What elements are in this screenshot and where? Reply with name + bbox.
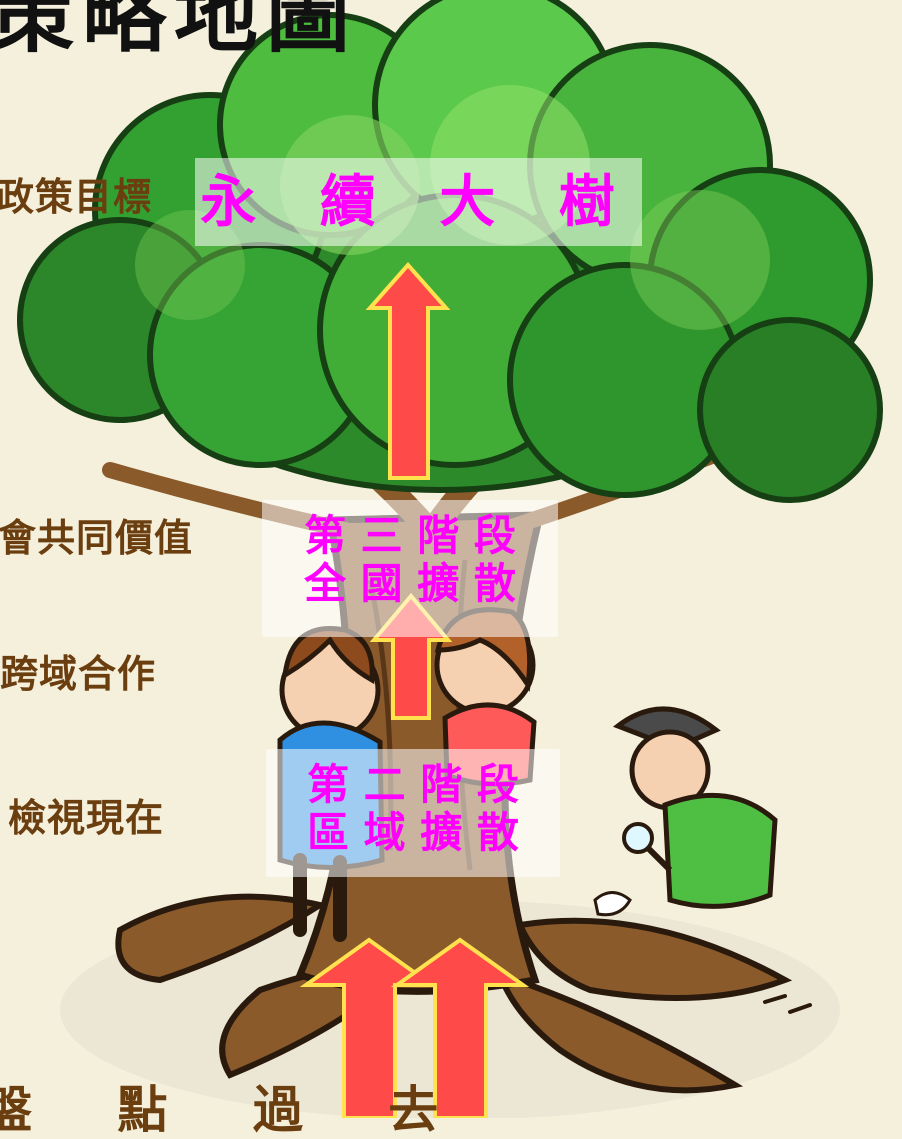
child-with-magnifier xyxy=(593,706,778,917)
stage-three-line-1: 第 三 階 段 xyxy=(304,511,516,560)
stage-two-box: 第 二 階 段 區 域 擴 散 xyxy=(266,749,560,877)
root-lower-right xyxy=(495,970,744,1094)
root-right xyxy=(515,917,793,1001)
ground-strokes xyxy=(763,994,812,1014)
sustainable-tree-title: 永 續 大 樹 xyxy=(195,158,642,246)
bottom-cutoff-label: 盤 點 過 去 xyxy=(0,1080,473,1139)
arrow-top xyxy=(365,261,451,480)
root-left xyxy=(115,893,328,984)
stage-two-line-2: 區 域 擴 散 xyxy=(307,808,519,858)
label-cross-domain: 跨域合作 xyxy=(0,651,157,696)
tree-canopy xyxy=(17,0,883,503)
stage-two-line-1: 第 二 階 段 xyxy=(307,760,519,809)
label-social-value: 會共同價值 xyxy=(0,515,194,560)
label-review-present: 檢視現在 xyxy=(8,795,165,840)
stage-three-box: 第 三 階 段 全 國 擴 散 xyxy=(262,500,558,637)
sustainable-tree-text: 永 續 大 樹 xyxy=(200,169,637,235)
label-policy-goal: 政策目標 xyxy=(0,174,153,219)
top-cutoff-title: 策略地圖 xyxy=(0,0,359,64)
stage-three-line-2: 全 國 擴 散 xyxy=(304,559,516,609)
